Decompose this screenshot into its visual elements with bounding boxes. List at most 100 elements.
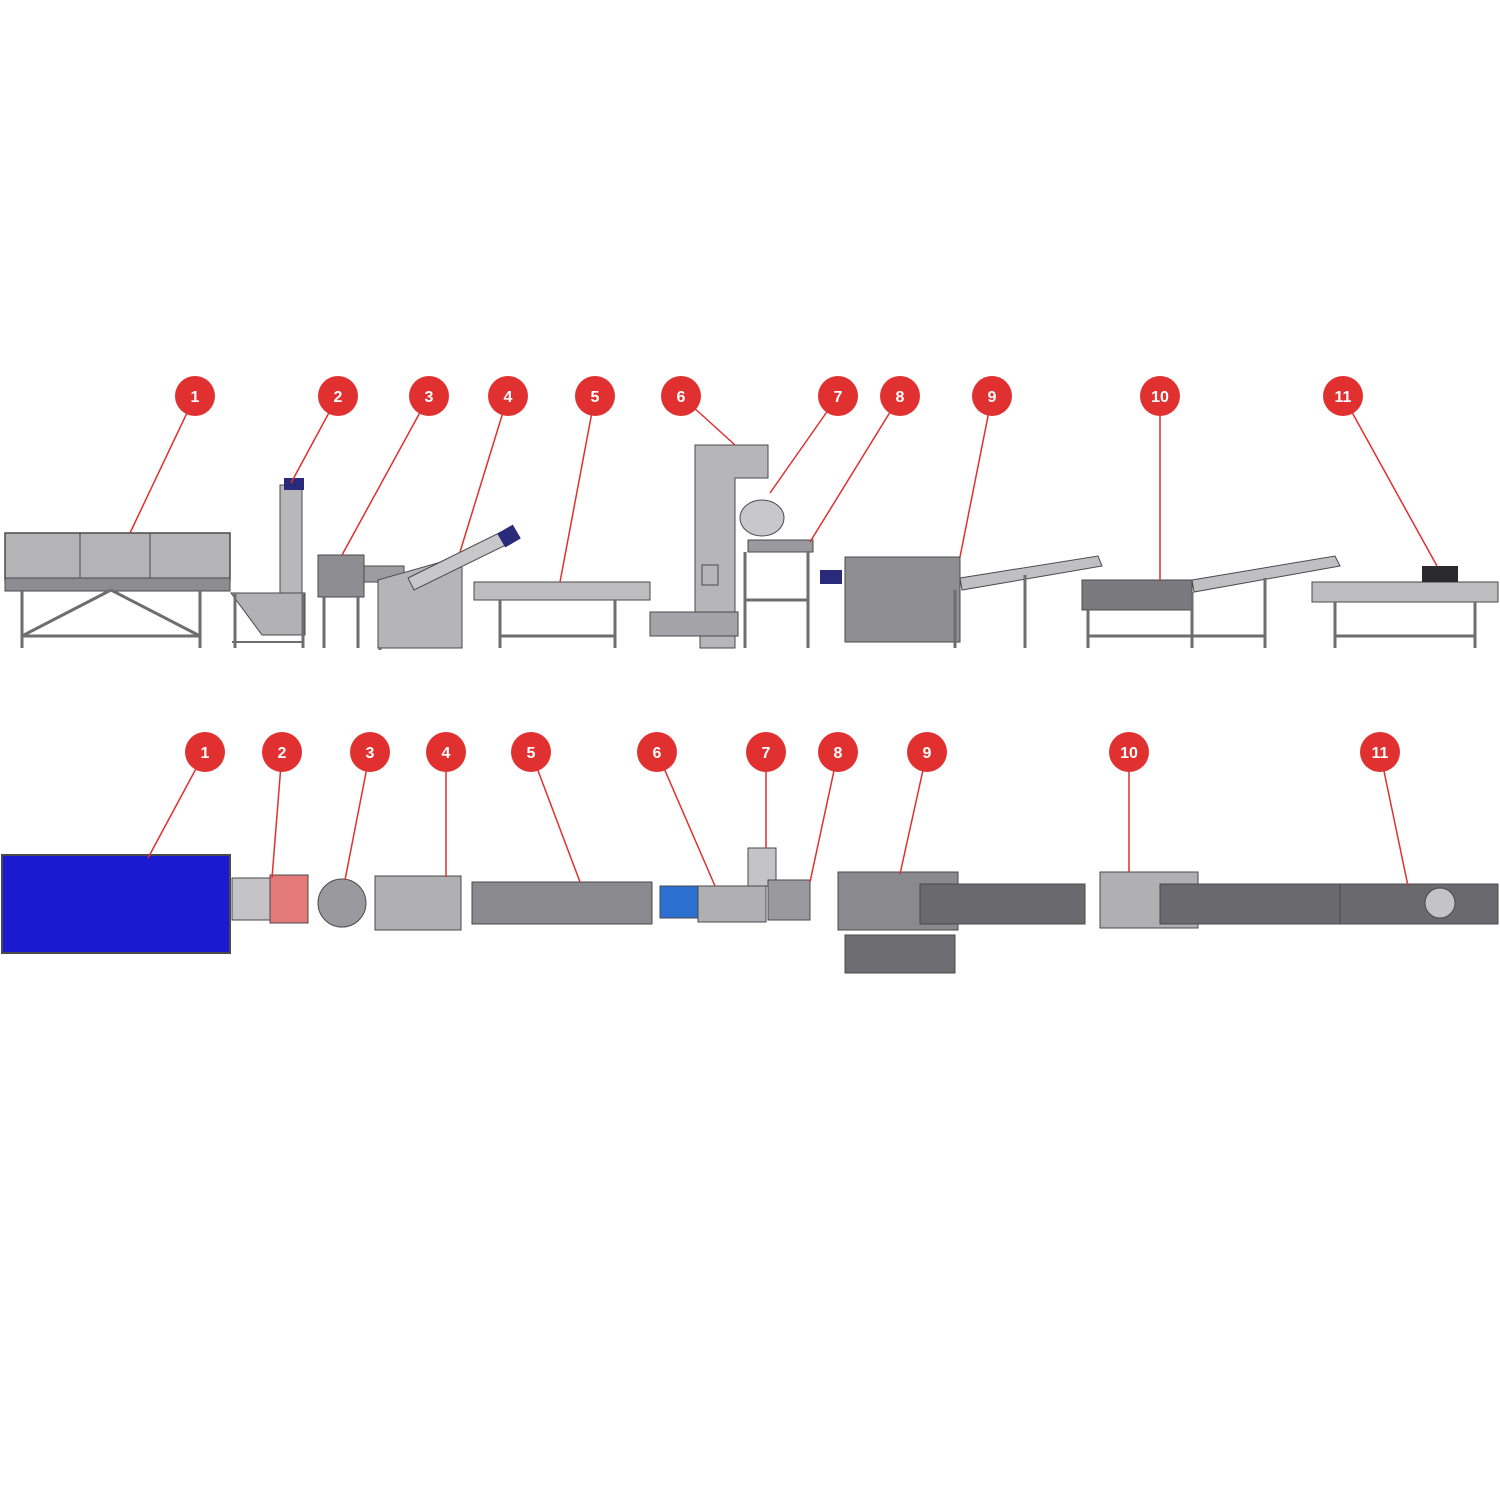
side-marker-circle-2: [318, 376, 358, 416]
top-marker-label-4: 4: [442, 745, 451, 762]
machine-11-output-conveyor: [1311, 566, 1499, 648]
top-marker-label-6: 6: [653, 745, 662, 762]
side-marker-circle-3: [409, 376, 449, 416]
machine-7-8-peeler: [739, 499, 814, 648]
side-leader-11: [1342, 395, 1438, 567]
top-marker-circle-11: [1360, 732, 1400, 772]
top-leader-2: [271, 751, 283, 879]
machine-4-screw-conveyor: [377, 524, 521, 650]
side-view-markers: 1 2 3 4 5 6 7 8 9 10 11: [175, 376, 1363, 416]
top-view-leaders: [147, 751, 1409, 887]
side-marker-label-5: 5: [591, 389, 600, 406]
side-marker-3: 3: [409, 376, 449, 416]
side-marker-label-11: 11: [1335, 389, 1352, 406]
top-marker-circle-8: [818, 732, 858, 772]
top-leader-3: [344, 751, 371, 881]
side-leader-1: [129, 395, 196, 534]
side-marker-7: 7: [818, 376, 858, 416]
top-marker-1: 1: [185, 732, 225, 772]
machine-11-plan: [1339, 883, 1499, 925]
top-marker-10: 10: [1109, 732, 1149, 772]
side-marker-1: 1: [175, 376, 215, 416]
top-leader-8: [809, 751, 839, 883]
side-marker-circle-9: [972, 376, 1012, 416]
side-leader-5: [559, 395, 596, 583]
top-marker-label-3: 3: [366, 745, 375, 762]
top-marker-circle-5: [511, 732, 551, 772]
machine-1-tank: [4, 532, 231, 648]
side-marker-circle-1: [175, 376, 215, 416]
side-marker-label-6: 6: [677, 389, 686, 406]
top-marker-label-11: 11: [1372, 745, 1389, 762]
top-marker-circle-7: [746, 732, 786, 772]
side-view: [4, 444, 1499, 650]
side-leader-8: [809, 395, 901, 543]
machine-6-plan: [697, 885, 767, 923]
top-marker-circle-1: [185, 732, 225, 772]
machine-2-elevator: [230, 478, 306, 648]
top-leader-6: [656, 751, 716, 887]
top-marker-label-10: 10: [1120, 745, 1138, 762]
top-leader-5: [530, 751, 581, 883]
top-marker-label-7: 7: [762, 745, 771, 762]
top-marker-circle-6: [637, 732, 677, 772]
side-marker-circle-8: [880, 376, 920, 416]
side-marker-5: 5: [575, 376, 615, 416]
machine-1-plan: [1, 854, 231, 954]
top-marker-label-2: 2: [278, 745, 287, 762]
machine-2-plan: [231, 877, 271, 921]
side-marker-label-4: 4: [504, 389, 513, 406]
top-marker-5: 5: [511, 732, 551, 772]
side-marker-label-10: 10: [1151, 389, 1169, 406]
side-marker-label-8: 8: [896, 389, 905, 406]
top-marker-2: 2: [262, 732, 302, 772]
side-leader-9: [959, 395, 993, 558]
side-marker-circle-4: [488, 376, 528, 416]
top-marker-circle-2: [262, 732, 302, 772]
side-marker-4: 4: [488, 376, 528, 416]
top-marker-3: 3: [350, 732, 390, 772]
machine-3-plan: [317, 878, 367, 928]
side-marker-circle-10: [1140, 376, 1180, 416]
side-marker-circle-6: [661, 376, 701, 416]
top-marker-circle-4: [426, 732, 466, 772]
side-view-leaders: [129, 395, 1438, 583]
machine-4-plan: [374, 875, 462, 931]
side-marker-8: 8: [880, 376, 920, 416]
top-marker-9: 9: [907, 732, 947, 772]
top-marker-circle-3: [350, 732, 390, 772]
machine-9-blancher: [820, 555, 1103, 648]
top-marker-11: 11: [1360, 732, 1400, 772]
machine-10-dryer: [1081, 555, 1341, 648]
side-marker-10: 10: [1140, 376, 1180, 416]
side-leader-3: [341, 395, 430, 556]
side-marker-2: 2: [318, 376, 358, 416]
side-marker-9: 9: [972, 376, 1012, 416]
side-marker-11: 11: [1323, 376, 1363, 416]
top-marker-label-5: 5: [527, 745, 536, 762]
top-marker-circle-9: [907, 732, 947, 772]
side-marker-6: 6: [661, 376, 701, 416]
top-marker-4: 4: [426, 732, 466, 772]
side-marker-label-1: 1: [191, 389, 200, 406]
side-marker-circle-5: [575, 376, 615, 416]
top-marker-label-9: 9: [923, 745, 932, 762]
machine-6-bucket-elevator: [649, 444, 769, 649]
side-marker-circle-7: [818, 376, 858, 416]
top-view-markers: 1 2 3 4 5 6 7 8 9 10 11: [185, 732, 1400, 772]
top-marker-7: 7: [746, 732, 786, 772]
top-leader-9: [899, 751, 928, 875]
top-marker-label-1: 1: [201, 745, 210, 762]
side-marker-circle-11: [1323, 376, 1363, 416]
top-view: [1, 847, 1499, 974]
side-marker-label-7: 7: [834, 389, 843, 406]
top-leader-1: [147, 751, 206, 859]
top-marker-8: 8: [818, 732, 858, 772]
machine-5-conveyor: [473, 581, 651, 648]
top-marker-6: 6: [637, 732, 677, 772]
top-leader-11: [1379, 751, 1409, 887]
side-leader-4: [459, 395, 509, 553]
side-marker-label-9: 9: [988, 389, 997, 406]
side-marker-label-2: 2: [334, 389, 343, 406]
